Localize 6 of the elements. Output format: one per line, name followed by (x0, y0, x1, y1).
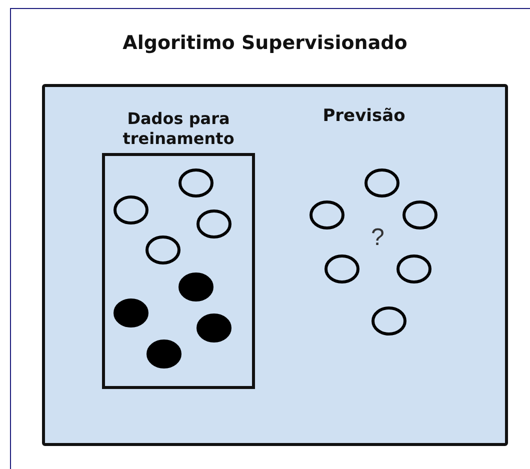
diagram-title: Algoritimo Supervisionado (122, 32, 408, 54)
box-heading: Dados para treinamento (122, 109, 236, 149)
question-mark: ? (371, 224, 384, 252)
panel-background (42, 84, 508, 446)
training-data-box (102, 153, 255, 389)
section-label: Previsão (322, 106, 406, 126)
